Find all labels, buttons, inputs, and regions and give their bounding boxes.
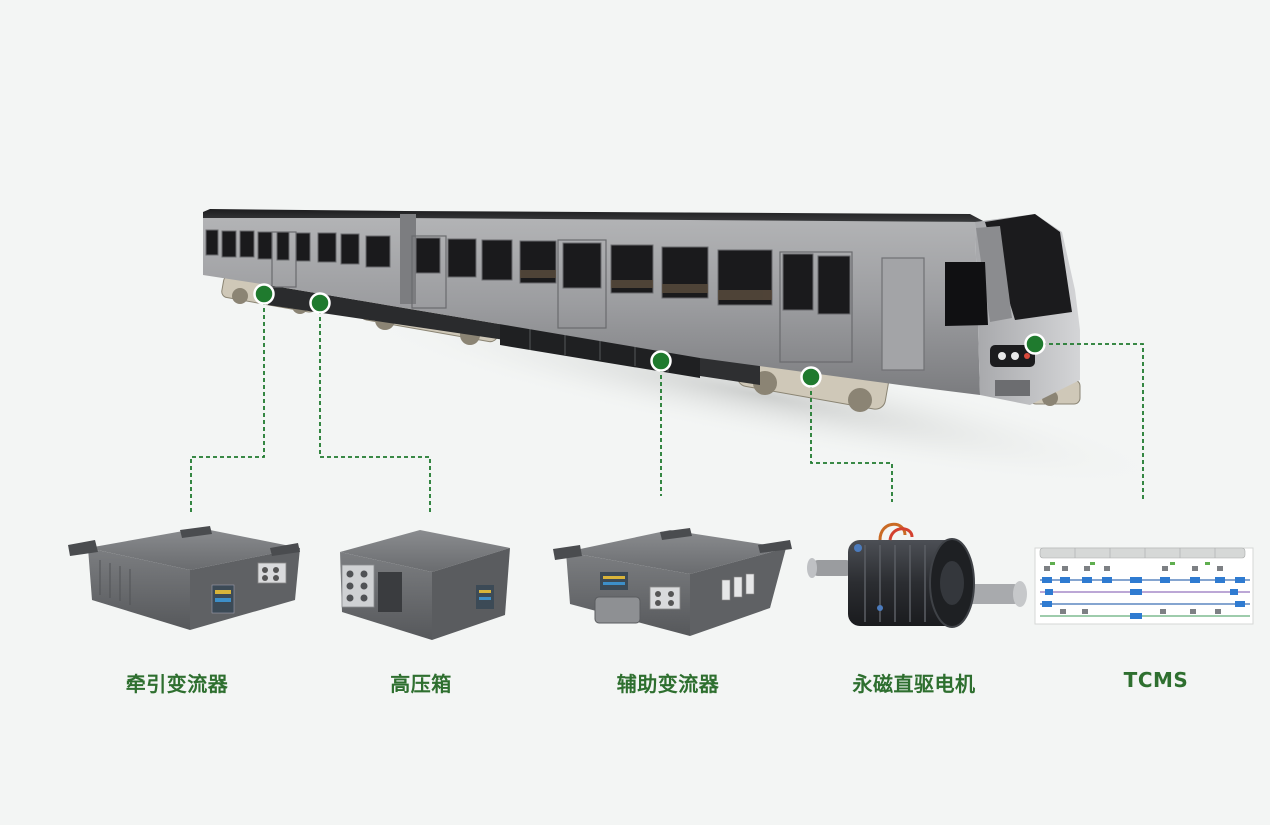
callout-line-tcms xyxy=(1035,343,1144,500)
auxiliary-converter-image xyxy=(553,528,792,636)
callout-dots xyxy=(253,283,1046,388)
callout-lines xyxy=(190,294,1144,515)
callout-line-high-voltage-box xyxy=(319,303,431,515)
high-voltage-box-image xyxy=(340,530,510,640)
label-traction-converter: 牵引变流器 xyxy=(125,672,229,696)
windows-front-car xyxy=(415,237,851,315)
label-pm-direct-drive-motor: 永磁直驱电机 xyxy=(852,672,976,696)
callout-dot-traction-converter xyxy=(253,283,275,305)
callout-dot-auxiliary-converter xyxy=(650,350,672,372)
windows-rear-car xyxy=(205,229,391,268)
label-auxiliary-converter: 辅助变流器 xyxy=(616,672,720,696)
callout-line-traction-converter xyxy=(190,294,265,515)
metro-train xyxy=(203,209,1173,487)
tcms-diagram-image xyxy=(1034,547,1254,625)
callout-dot-tcms xyxy=(1024,333,1046,355)
callout-dot-high-voltage-box xyxy=(309,292,331,314)
callout-dot-pm-motor xyxy=(800,366,822,388)
label-high-voltage-box: 高压箱 xyxy=(390,672,452,696)
pm-motor-image xyxy=(807,522,1027,628)
traction-converter-image xyxy=(68,526,300,630)
callout-line-pm-motor xyxy=(810,377,893,502)
label-tcms: TCMS xyxy=(1123,668,1189,692)
